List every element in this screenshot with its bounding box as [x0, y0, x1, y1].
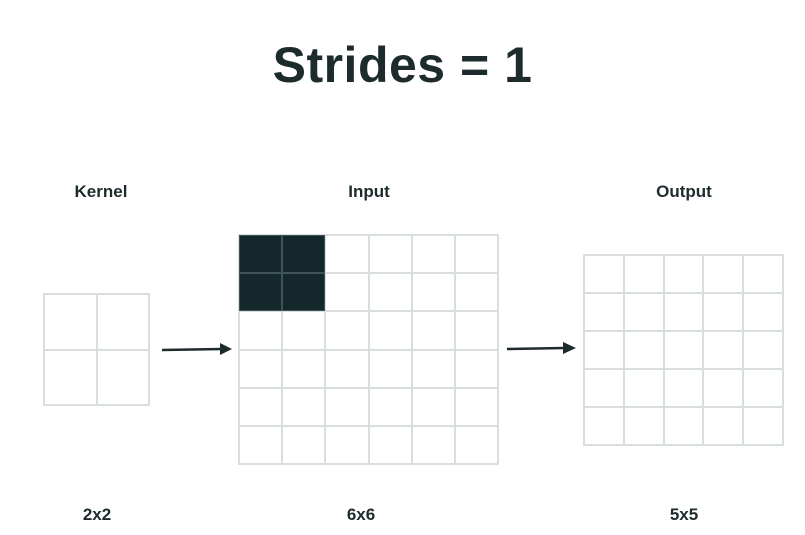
kernel-size-label: 2x2	[82, 505, 112, 524]
input-cell	[411, 273, 455, 312]
output-cell	[663, 331, 704, 369]
input-cell-highlighted	[282, 273, 326, 312]
output-cell	[584, 407, 624, 445]
input-cell	[325, 235, 369, 274]
input-cell	[368, 349, 412, 388]
input-cell	[454, 349, 498, 388]
output-cell	[663, 407, 704, 445]
page-title: Strides = 1	[272, 37, 533, 93]
input-cell	[239, 387, 283, 426]
input-cell	[411, 235, 455, 274]
output-cell	[663, 255, 704, 293]
input-size-label: 6x6	[346, 505, 376, 524]
right-arrow-icon	[506, 342, 576, 354]
input-cell	[239, 311, 283, 350]
input-cell	[411, 349, 455, 388]
output-cell	[623, 407, 664, 445]
input-cell	[454, 273, 498, 312]
input-cell	[411, 425, 455, 464]
output-cell	[743, 369, 783, 407]
input-cell	[239, 425, 283, 464]
input-cell	[368, 273, 412, 312]
output-cell	[743, 293, 783, 331]
kernel-cell	[96, 349, 149, 405]
input-cell	[282, 311, 326, 350]
output-cell	[584, 331, 624, 369]
input-cell	[325, 425, 369, 464]
output-cell	[663, 369, 704, 407]
input-cell	[325, 311, 369, 350]
output-cell	[623, 255, 664, 293]
output-cell	[623, 293, 664, 331]
output-cell	[584, 369, 624, 407]
input-cell	[282, 349, 326, 388]
output-cell	[703, 293, 744, 331]
right-arrow-icon	[161, 343, 232, 355]
input-cell-highlighted	[239, 235, 283, 274]
input-cell	[282, 387, 326, 426]
input-cell	[368, 387, 412, 426]
input-cell-highlighted	[282, 235, 326, 274]
output-cell	[703, 255, 744, 293]
kernel-grid	[43, 293, 150, 406]
input-cell	[411, 311, 455, 350]
output-cell	[743, 331, 783, 369]
input-cell	[454, 425, 498, 464]
output-cell	[584, 255, 624, 293]
output-cell	[584, 293, 624, 331]
input-cell	[454, 235, 498, 274]
input-grid	[238, 234, 499, 465]
kernel-label: Kernel	[74, 182, 128, 201]
output-size-label: 5x5	[669, 505, 699, 524]
output-cell	[623, 369, 664, 407]
input-cell	[368, 235, 412, 274]
output-cell	[663, 293, 704, 331]
kernel-cell	[96, 294, 149, 350]
output-cell	[703, 331, 744, 369]
input-cell	[411, 387, 455, 426]
input-cell	[282, 425, 326, 464]
output-cell	[703, 407, 744, 445]
output-grid	[583, 254, 784, 446]
kernel-cell	[44, 349, 97, 405]
input-cell	[325, 273, 369, 312]
input-cell-highlighted	[239, 273, 283, 312]
input-cell	[368, 311, 412, 350]
input-cell	[454, 387, 498, 426]
input-cell	[325, 349, 369, 388]
output-cell	[743, 255, 783, 293]
input-cell	[325, 387, 369, 426]
input-cell	[454, 311, 498, 350]
input-cell	[368, 425, 412, 464]
output-cell	[703, 369, 744, 407]
output-cell	[623, 331, 664, 369]
kernel-cell	[44, 294, 97, 350]
input-cell	[239, 349, 283, 388]
output-label: Output	[656, 182, 712, 201]
output-cell	[743, 407, 783, 445]
input-label: Input	[348, 182, 390, 201]
